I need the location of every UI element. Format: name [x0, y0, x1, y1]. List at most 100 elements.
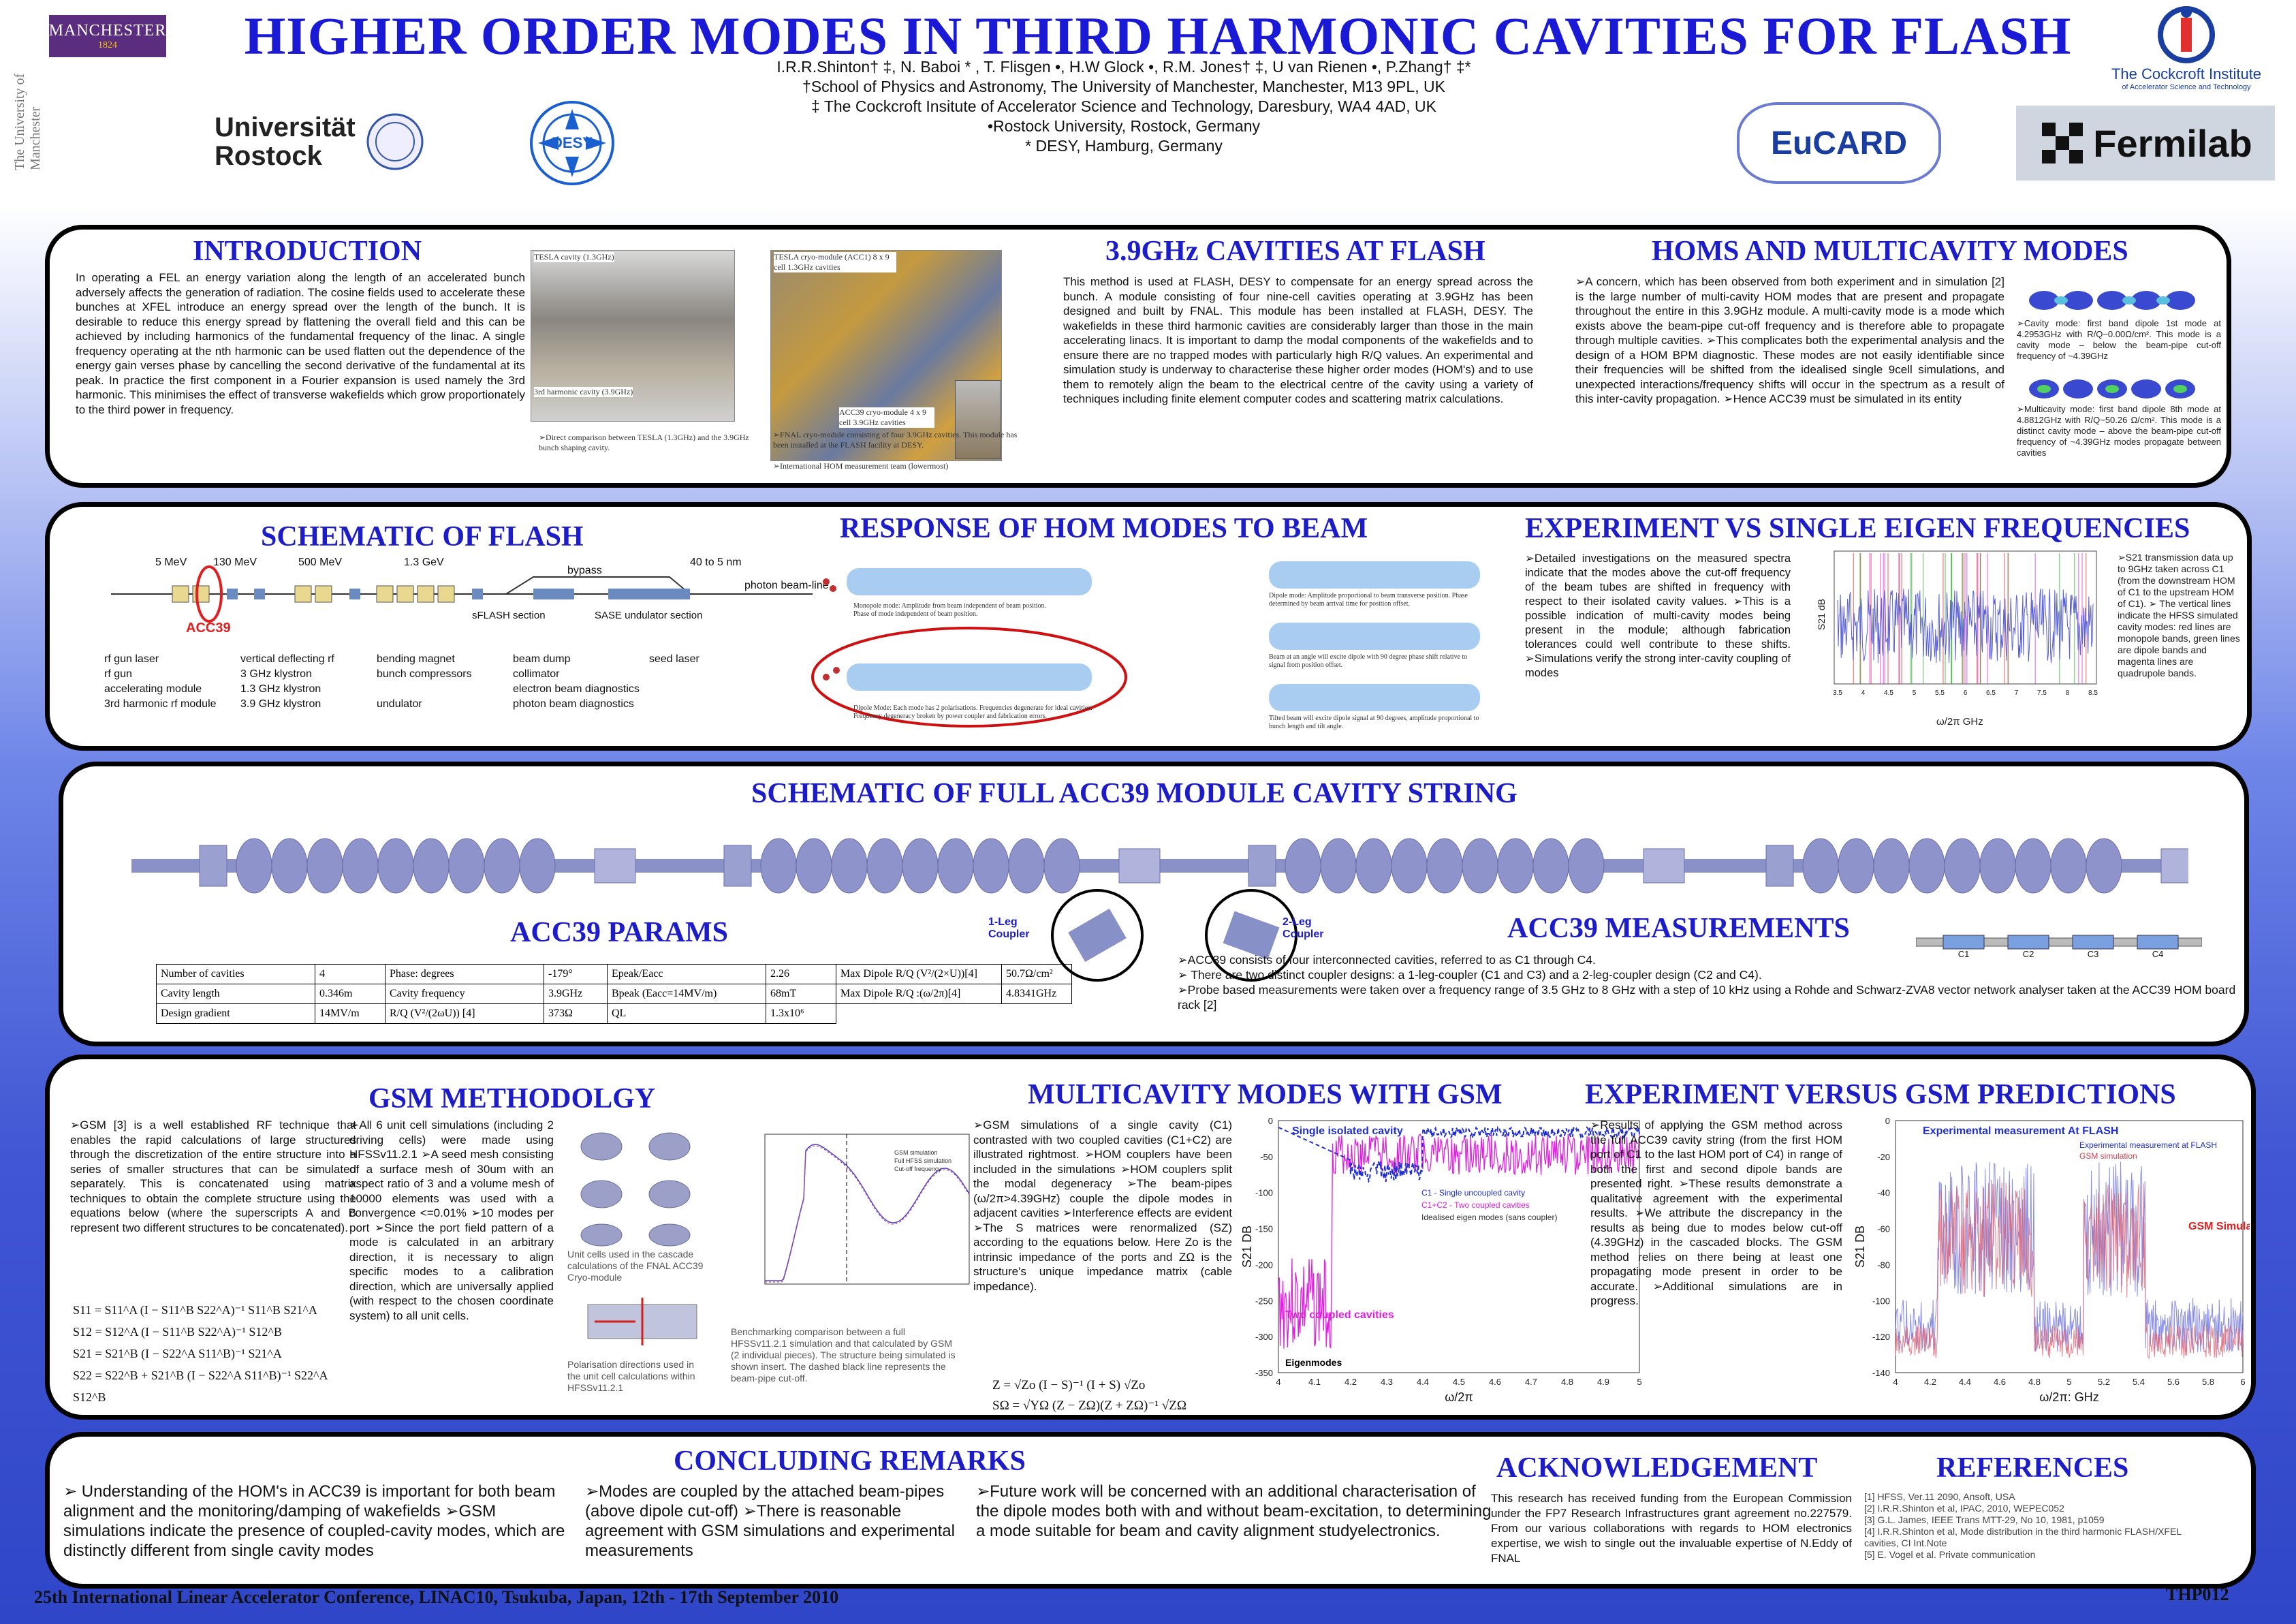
table-cell: Design gradient — [156, 1003, 315, 1024]
affiliation-4: * DESY, Hamburg, Germany — [1025, 137, 1223, 155]
cav39-text: This method is used at FLASH, DESY to co… — [1063, 275, 1533, 405]
table-cell: Max Dipole R/Q (V²/(2×U))[4] — [836, 964, 1002, 984]
manchester-logo-year: 1824 — [98, 40, 117, 50]
reference-item: [5] E. Vogel et al. Private communicatio… — [1864, 1549, 2036, 1560]
x-tick-label: 5.4 — [2133, 1377, 2145, 1387]
meas-bullet-1: ➢ACC39 consists of four interconnected c… — [1178, 953, 1596, 967]
rostock-logo: Universität Rostock — [204, 109, 436, 174]
table-cell: Phase: degrees — [385, 964, 544, 984]
concl-col2: ➢Modes are coupled by the attached beam-… — [585, 1482, 955, 1560]
desy-logo-text: DESY — [552, 134, 593, 151]
hom-coupler — [199, 845, 227, 887]
x-tick-label: 4.1 — [1308, 1377, 1321, 1387]
cryomodule-photo: TESLA cryo-module (ACC1) 8 x 9 cell 1.3G… — [770, 250, 1002, 461]
experimental-annotation: Experimental measurement At FLASH — [1923, 1125, 2118, 1137]
cavity-cell — [937, 838, 974, 894]
legend-entry: Experimental measurement at FLASH — [2079, 1140, 2217, 1150]
two-cavity-annotation: Two coupled cavities — [1285, 1309, 1394, 1321]
gsm-annotation: GSM Simulation — [2188, 1221, 2250, 1232]
meas-bullet-3: ➢Probe based measurements were taken ove… — [1178, 983, 2236, 1012]
multigsm-equations: Z = √Zo (I − S)⁻¹ (I + S) √Zo SΩ = √YΩ (… — [992, 1375, 1238, 1415]
plot-frame — [764, 1134, 970, 1285]
cavity-cell — [1008, 838, 1045, 894]
multigsm-text: ➢GSM simulations of a single cavity (C1)… — [973, 1119, 1232, 1293]
eucard-logo-text: EuCARD — [1771, 125, 1907, 161]
hom-response-diagrams — [811, 561, 1480, 728]
rostock-seal-icon — [366, 113, 424, 170]
gsm-trace — [765, 1144, 970, 1281]
cavity-cell — [1426, 838, 1463, 894]
two-cavity-trace — [1278, 1134, 1640, 1349]
legend-item: rf gun — [104, 668, 132, 680]
cockcroft-emblem-icon — [2158, 6, 2215, 63]
table-cell: 4 — [315, 964, 386, 984]
multigsm-heading: MULTICAVITY MODES WITH GSM — [1028, 1079, 1503, 1110]
energy-label: 1.3 GeV — [404, 557, 444, 568]
x-tick-label: 5.8 — [2202, 1377, 2214, 1387]
table-cell: 0.346m — [315, 984, 386, 1004]
legend-item: undulator — [377, 698, 422, 710]
x-tick-label: 7 — [2015, 689, 2019, 697]
energy-label: 130 MeV — [213, 557, 257, 568]
table-cell: Number of cavities — [156, 964, 315, 984]
table-cell: 14MV/m — [315, 1003, 386, 1024]
cavity-label: C4 — [2152, 949, 2164, 957]
cavity-cell — [902, 838, 939, 894]
table-cell: 4.8341GHz — [1001, 984, 1072, 1004]
hom-coupler — [723, 845, 752, 887]
table-cell: Cavity frequency — [385, 984, 544, 1004]
x-tick-label: 4.8 — [1561, 1377, 1573, 1387]
plot-frame — [1278, 1120, 1640, 1373]
bellows — [2160, 848, 2188, 884]
cavity-label: C1 — [1958, 949, 1970, 957]
x-tick-label: 4.9 — [1597, 1377, 1609, 1387]
affiliation-2: ‡ The Cockcroft Insitute of Accelerator … — [811, 97, 1436, 115]
y-tick-label: -40 — [1877, 1188, 1890, 1198]
homs-heading: HOMS AND MULTICAVITY MODES — [1652, 236, 2128, 267]
conference-footer: 25th International Linear Accelerator Co… — [34, 1587, 839, 1607]
eigenmodes-annotation: Eigenmodes — [1285, 1357, 1342, 1368]
y-tick-label: 0 — [1885, 1116, 1890, 1126]
manchester-logo-text: MANCHESTER — [48, 21, 167, 40]
ack-heading: ACKNOWLEDGEMENT — [1496, 1452, 1818, 1484]
cavity-block — [2137, 935, 2179, 950]
x-tick-label: 4.6 — [1489, 1377, 1501, 1387]
x-tick-label: 5.6 — [2167, 1377, 2180, 1387]
tesla-cavity-photo: TESLA cavity (1.3GHz) 3rd harmonic cavit… — [531, 250, 735, 422]
y-tick-label: -300 — [1255, 1332, 1273, 1342]
legend-item: 3 GHz klystron — [240, 668, 312, 680]
flash-schematic-diagram: 5 MeV 130 MeV 500 MeV 1.3 GeV 40 to 5 nm… — [111, 557, 829, 635]
reference-item: [4] I.R.R.Shinton et al, Mode distributi… — [1864, 1526, 2182, 1548]
cavity-cell — [1838, 838, 1874, 894]
legend-item: collimator — [513, 668, 560, 680]
x-tick-label: 4 — [1276, 1377, 1280, 1387]
author-block: I.R.R.Shinton† ‡, N. Baboi * , T. Flisge… — [613, 57, 1635, 156]
angled-beam-note: Beam at an angle will excite dipole with… — [1269, 653, 1468, 669]
intro-heading: INTRODUCTION — [193, 236, 422, 267]
legend-item: 3.9 GHz klystron — [240, 698, 321, 710]
table-cell: 373Ω — [544, 1003, 608, 1024]
manchester-side-text: The University of Manchester — [12, 73, 43, 170]
acc39-photo-label: ACC39 cryo-module 4 x 9 cell 3.9GHz cavi… — [839, 407, 934, 428]
cavity-cell — [1043, 838, 1080, 894]
cockcroft-logo-text: The Cockcroft Institute — [2111, 65, 2262, 82]
equation: S21 = S21^B (I − S22^A S11^B)⁻¹ S21^A — [73, 1347, 282, 1360]
legend-item: rf gun laser — [104, 653, 159, 665]
gsm-trace — [1895, 1183, 2244, 1360]
x-tick-label: 4.4 — [1959, 1377, 1971, 1387]
equation: S11 = S11^A (I − S11^B S22^A)⁻¹ S11^B S2… — [73, 1303, 317, 1317]
cavity-cell — [973, 838, 1009, 894]
y-tick-label: -350 — [1255, 1368, 1273, 1378]
cavity-cell — [271, 838, 308, 894]
legend-item: 3rd harmonic rf module — [104, 698, 217, 710]
panel-introduction-row: INTRODUCTION In operating a FEL an energ… — [45, 225, 2231, 488]
expeigen-text: ➢Detailed investigations on the measured… — [1525, 552, 1791, 679]
hom-coupler — [1765, 845, 1794, 887]
y-tick-label: -60 — [1877, 1224, 1890, 1234]
affiliation-3: •Rostock University, Rostock, Germany — [987, 117, 1260, 135]
cavity-cell — [866, 838, 903, 894]
refs-list: [1] HFSS, Ver.11 2090, Ansoft, USA [2] I… — [1864, 1491, 2218, 1561]
x-tick-label: 4.3 — [1381, 1377, 1393, 1387]
